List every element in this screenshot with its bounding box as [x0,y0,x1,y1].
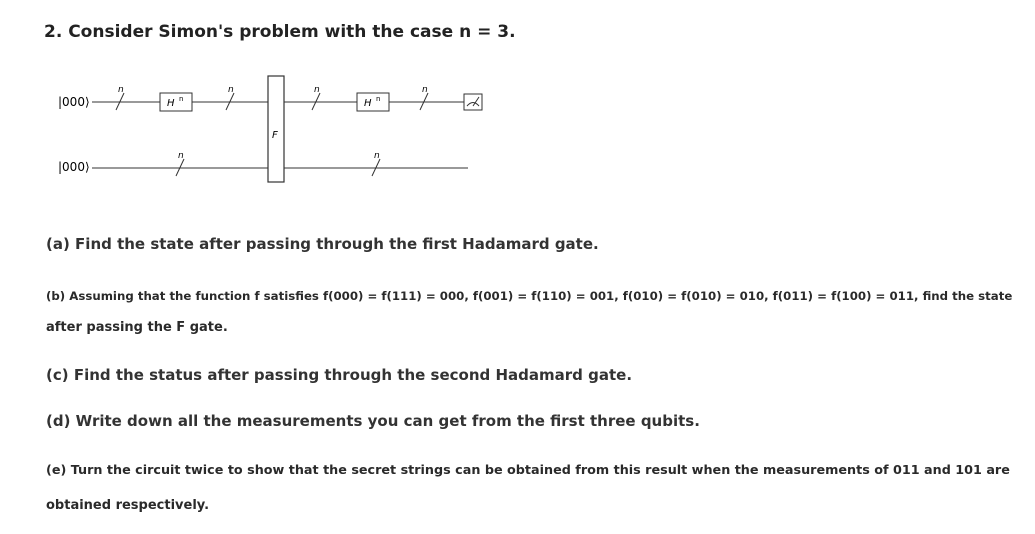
question-b-line2: after passing the F gate. [46,320,228,335]
wire-count-label: n [178,151,184,161]
hadamard-gate-2 [356,92,390,112]
wire-count-label: n [118,85,124,95]
hadamard-gate-2-label: H [364,98,372,109]
question-b-line1: (b) Assuming that the function f satisfi… [46,289,1013,303]
problem-title: 2. Consider Simon's problem with the cas… [44,22,516,42]
question-c: (c) Find the status after passing throug… [46,366,633,384]
wire-count-label: n [374,151,380,161]
question-e-line2: obtained respectively. [46,498,210,513]
oracle-gate-label: F [272,130,278,141]
register1-label: |000⟩ [58,95,90,109]
simon-circuit-diagram: |000⟩ |000⟩ n n n n n n H n F H n [58,75,483,183]
wire-count-label: n [314,85,320,95]
wire-count-label: n [228,85,234,95]
hadamard-gate-2-power: n [376,95,380,103]
hadamard-gate-1-power: n [179,95,183,103]
hadamard-gate-1-label: H [167,98,175,109]
meter-icon [463,93,483,111]
oracle-gate [267,75,285,183]
multiqubit-slash-marks [115,92,429,177]
wire-count-label: n [422,85,428,95]
question-d: (d) Write down all the measurements you … [46,412,700,430]
question-e-line1: (e) Turn the circuit twice to show that … [46,463,1010,478]
question-a: (a) Find the state after passing through… [46,235,599,253]
register2-label: |000⟩ [58,160,90,174]
hadamard-gate-1 [159,92,193,112]
